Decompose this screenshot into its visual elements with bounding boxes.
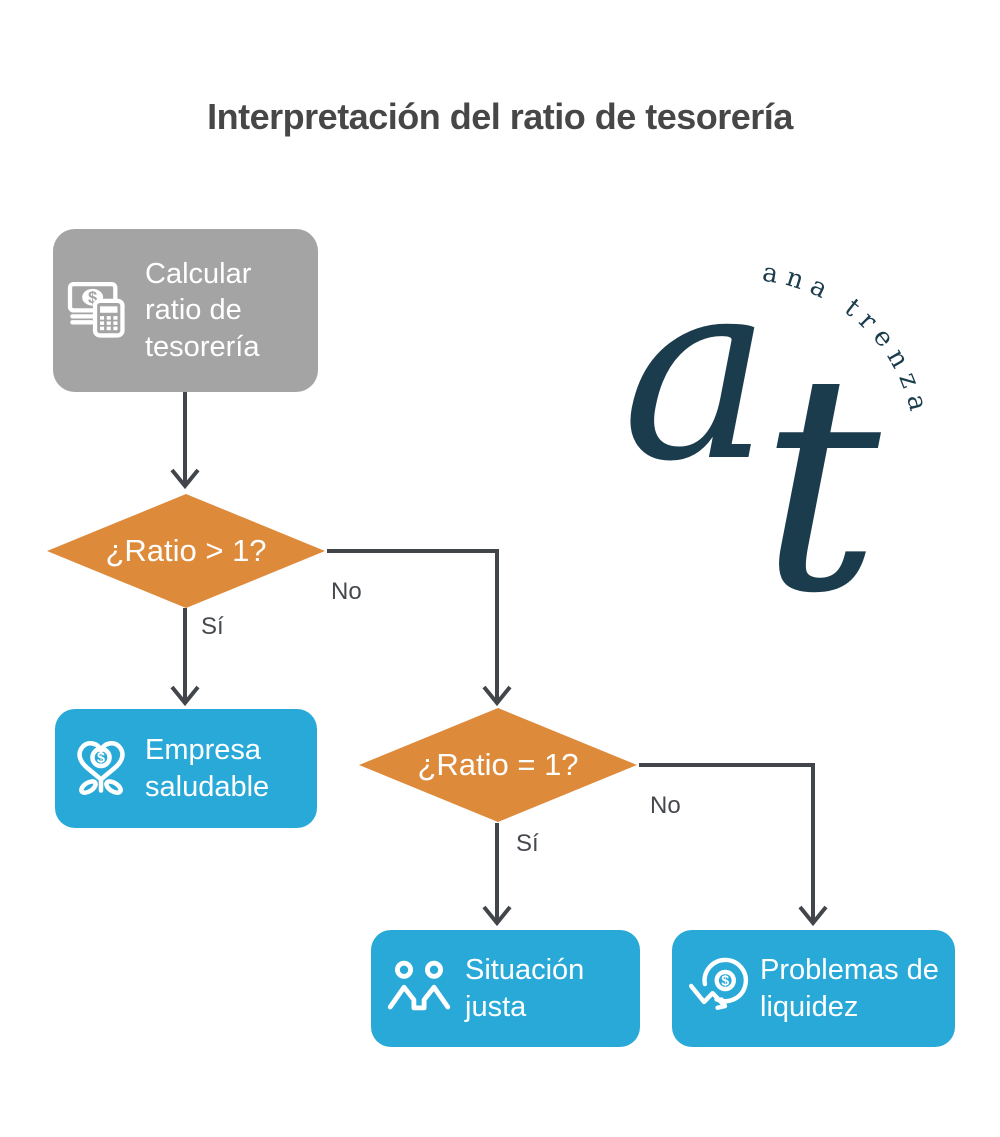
node-start: $ Calcular ratio de tesorería [53, 229, 318, 392]
arrowhead-2 [170, 685, 200, 707]
edge-label-yes-2: Sí [516, 830, 539, 857]
node-start-label: Calcular ratio de tesorería [145, 257, 260, 363]
svg-text:$: $ [721, 974, 729, 990]
decision2-label: ¿Ratio = 1? [417, 747, 579, 782]
page-title: Interpretación del ratio de tesorería [207, 96, 793, 137]
arrowhead-4 [482, 905, 512, 927]
heart-money-plant-icon: $ [69, 734, 133, 803]
decision1-label: ¿Ratio > 1? [105, 533, 267, 568]
arrowhead-3 [482, 685, 512, 707]
arrow-decision2-no [639, 763, 815, 921]
logo-letter-a: a [622, 250, 771, 516]
outcome-fair-label: Situación justa [465, 953, 585, 1023]
node-outcome-liquidity: $ Problemas de liquidez [672, 930, 955, 1047]
arrow-decision1-no [327, 549, 499, 701]
money-decline-icon: $ [684, 955, 750, 1022]
money-calculator-icon: $ [65, 277, 137, 344]
svg-text:$: $ [88, 288, 98, 307]
svg-text:$: $ [97, 751, 105, 767]
arrowhead-1 [170, 468, 200, 490]
edge-label-yes-1: Sí [201, 613, 224, 640]
logo-letter-t: t [760, 310, 882, 630]
node-outcome-healthy: $ Empresa saludable [55, 709, 317, 828]
outcome-liquidity-label: Problemas de liquidez [760, 953, 939, 1023]
edge-label-no-2: No [650, 792, 681, 819]
edge-label-no-1: No [331, 578, 362, 605]
arrowhead-5 [798, 905, 828, 927]
people-icon [385, 956, 453, 1021]
outcome-healthy-label: Empresa saludable [145, 733, 270, 803]
node-outcome-fair: Situación justa [371, 930, 640, 1047]
ana-trenza-logo: a t ana trenza [622, 250, 927, 630]
